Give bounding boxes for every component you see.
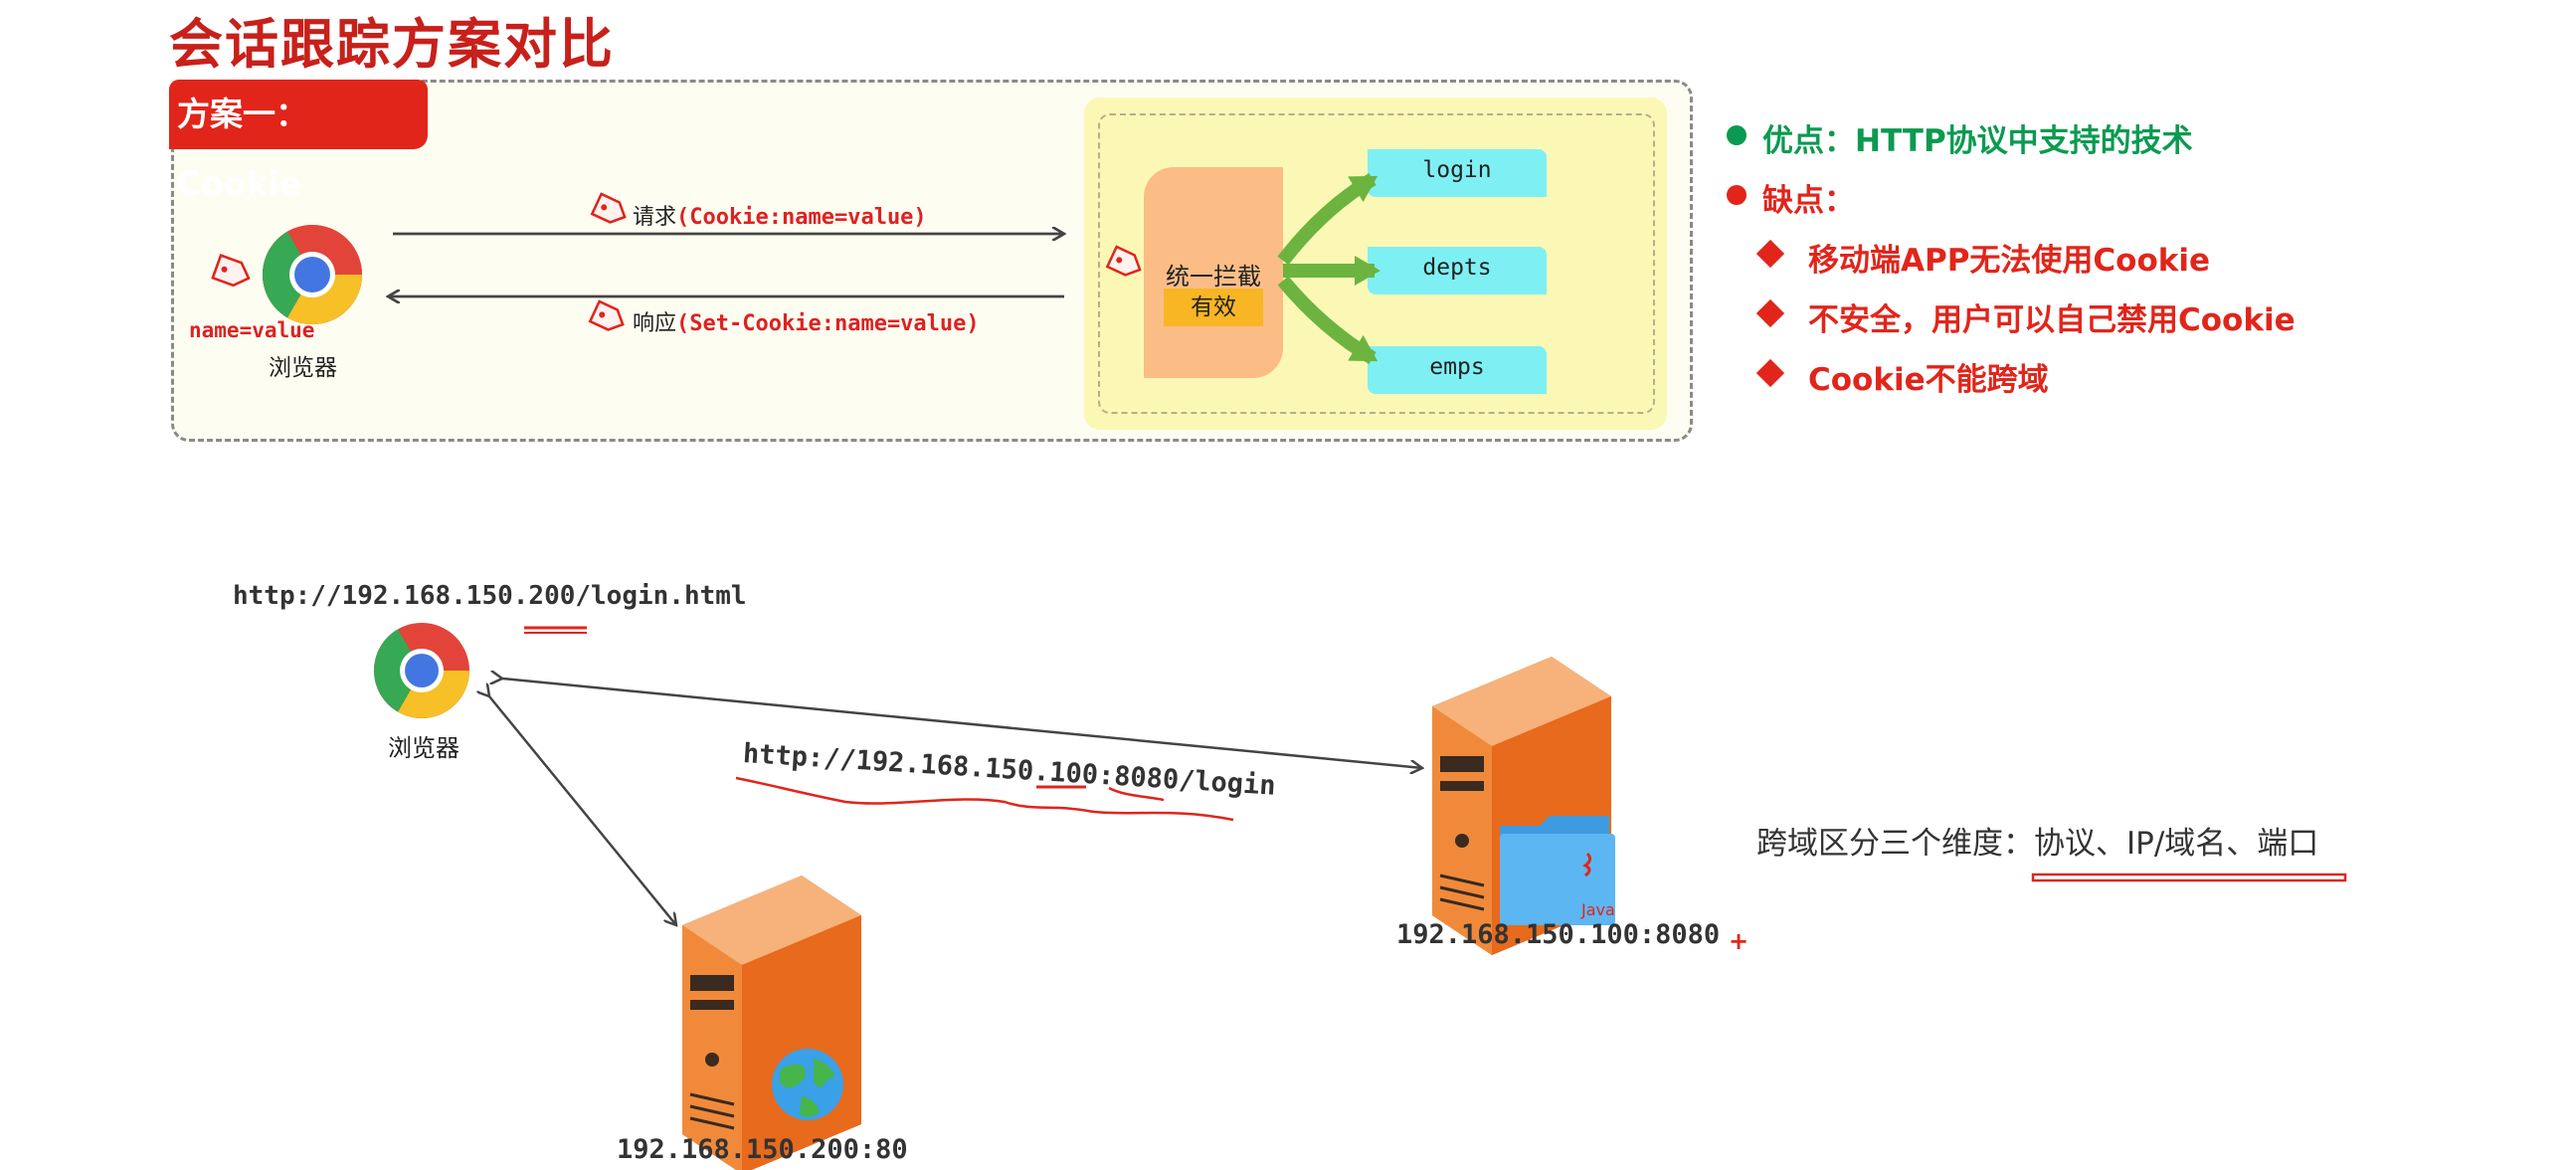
server-area-inner: [1098, 113, 1655, 414]
response-text: 响应(Set-Cookie:name=value): [633, 305, 980, 337]
filter-block: [1144, 167, 1283, 378]
app-server-address: 192.168.150.100:8080: [1396, 919, 1721, 950]
filter-label: 统一拦截: [1166, 263, 1261, 291]
request-tag-icon: [590, 192, 627, 224]
response-tag-icon: [588, 299, 625, 331]
response-prefix: 响应: [633, 311, 677, 336]
con-item-3: Cookie不能跨域: [1808, 362, 2049, 398]
plus-mark: +: [1729, 927, 1749, 955]
squiggle-underline: [735, 776, 1234, 822]
con-bullet: [1727, 185, 1747, 205]
con-item-1: 移动端APP无法使用Cookie: [1808, 243, 2211, 279]
filter-valid-badge: 有效: [1164, 289, 1263, 326]
web-server-address: 192.168.150.200:80: [617, 1134, 908, 1165]
diamond-bullet-1: [1755, 239, 1785, 269]
globe-icon: [772, 1049, 843, 1120]
con-title: 缺点：: [1762, 183, 1855, 219]
cookie-value-label: name=value: [189, 318, 315, 342]
endpoint-emps: emps: [1368, 346, 1547, 394]
java-folder-icon: Java: [1500, 816, 1615, 925]
cross-domain-note: 跨域区分三个维度：协议、IP/域名、端口: [1756, 826, 2319, 862]
underline-port: [1108, 786, 1165, 802]
plan-tag: 方案一：Cookie: [169, 80, 428, 203]
endpoint-login: login: [1368, 149, 1547, 197]
diamond-bullet-2: [1755, 298, 1785, 328]
cookie-tag-icon: [211, 254, 251, 288]
browser-label-bottom: 浏览器: [388, 734, 460, 762]
browser-url: http://192.168.150.200/login.html: [233, 581, 747, 611]
request-prefix: 请求: [633, 205, 677, 230]
request-detail: (Cookie:name=value): [676, 205, 927, 230]
chrome-icon-bottom: [373, 623, 470, 719]
page-title: 会话跟踪方案对比: [169, 13, 615, 76]
con-item-2: 不安全，用户可以自己禁用Cookie: [1808, 302, 2296, 338]
diamond-bullet-3: [1755, 358, 1785, 388]
web-server-icon: [682, 876, 861, 1170]
java-label: Java: [1580, 900, 1615, 919]
note-underline: [2031, 873, 2347, 882]
endpoint-depts: depts: [1368, 247, 1547, 294]
request-text: 请求(Cookie:name=value): [633, 199, 927, 231]
pro-text: 优点：HTTP协议中支持的技术: [1762, 123, 2193, 159]
browser-label: 浏览器: [269, 355, 337, 381]
browser-web-arrow: [489, 696, 676, 925]
pro-bullet: [1727, 125, 1747, 145]
response-detail: (Set-Cookie:name=value): [676, 311, 980, 336]
chrome-icon: [263, 225, 362, 324]
